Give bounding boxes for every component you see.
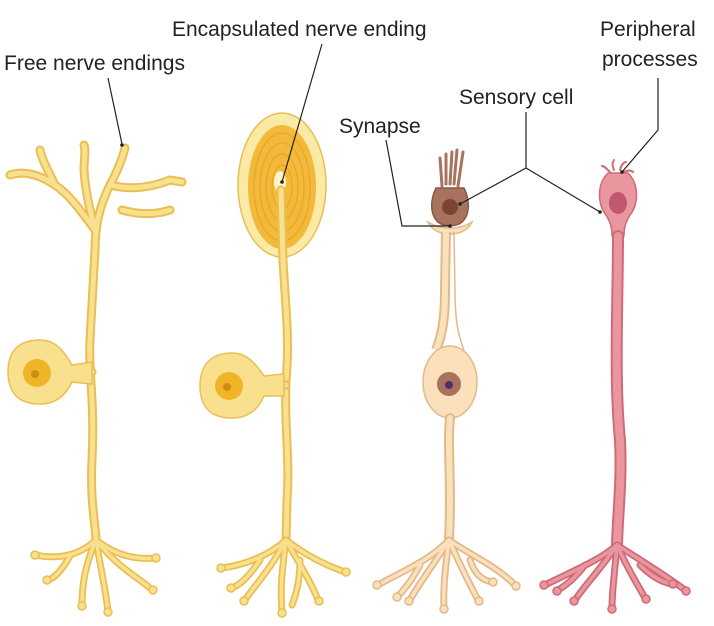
peripheral-cell-body: [598, 172, 638, 237]
free-ending-cell-body: [7, 339, 93, 405]
label-peripheral-line2: processes: [602, 48, 698, 71]
primary-sensory-cell-neuron: [539, 159, 691, 614]
leader-encapsulated: [281, 43, 323, 183]
leader-synapse: [385, 139, 450, 227]
label-sensory-cell: Sensory cell: [459, 86, 573, 109]
bipolar-cell-body: [422, 345, 478, 419]
secondary-sensory-cell-neuron: [372, 148, 521, 614]
label-encapsulated-nerve-ending: Encapsulated nerve ending: [172, 18, 427, 41]
encapsulated-nerve-ending-neuron: [199, 112, 351, 618]
label-free-nerve-endings: Free nerve endings: [4, 52, 185, 75]
leader-free-nerve-endings: [107, 77, 123, 145]
free-nerve-ending-neuron: [5, 140, 187, 617]
leader-peripheral: [621, 78, 659, 173]
label-peripheral-line1: Peripheral: [600, 18, 696, 41]
encapsulated-cell-body: [199, 352, 285, 419]
sensory-cell: [431, 187, 469, 227]
label-synapse: Synapse: [339, 115, 421, 138]
leader-lines: [107, 43, 659, 228]
